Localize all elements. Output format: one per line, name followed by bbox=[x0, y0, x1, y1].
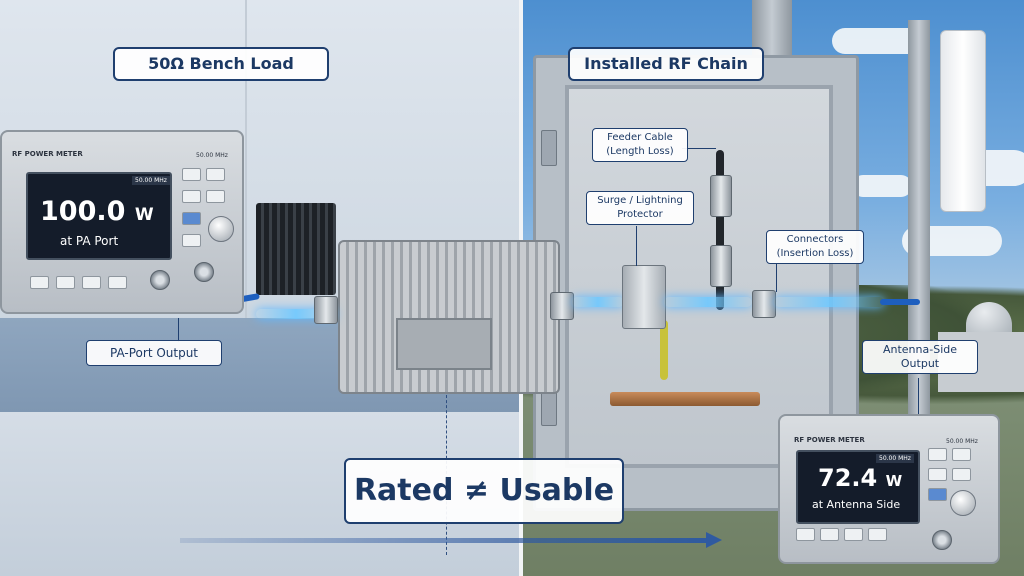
feeder-connector bbox=[710, 175, 732, 217]
power-amplifier bbox=[338, 240, 560, 394]
meter-knob-icon bbox=[208, 216, 234, 242]
meter-frequency: 50.00 MHz bbox=[946, 438, 978, 445]
callout-line-2: (Length Loss) bbox=[606, 146, 674, 157]
screen-frequency: 50.00 MHz bbox=[876, 454, 914, 463]
bench-title: 50Ω Bench Load bbox=[113, 47, 329, 81]
radome bbox=[966, 302, 1012, 336]
panel-antenna bbox=[940, 30, 986, 212]
chain-title: Installed RF Chain bbox=[568, 47, 764, 81]
antenna-side-callout: Antenna-Side Output bbox=[862, 340, 978, 374]
callout-line-1: Antenna-Side bbox=[882, 343, 958, 356]
connectors-callout: Connectors (Insertion Loss) bbox=[766, 230, 864, 264]
signal-glow bbox=[572, 297, 624, 307]
meter-button bbox=[820, 528, 839, 541]
power-unit: W bbox=[885, 472, 903, 490]
coax-cable bbox=[880, 299, 920, 305]
callout-line bbox=[178, 318, 179, 342]
meter-button bbox=[182, 212, 201, 225]
callout-line-2: Output bbox=[900, 357, 940, 370]
signal-glow bbox=[774, 297, 884, 307]
callout-line bbox=[776, 264, 777, 292]
meter-knob-icon bbox=[950, 490, 976, 516]
screen-frequency: 50.00 MHz bbox=[132, 176, 170, 185]
callout-line bbox=[636, 226, 637, 266]
meter-button bbox=[108, 276, 127, 289]
meter-button bbox=[182, 168, 201, 181]
load-heatsink bbox=[256, 203, 336, 295]
meter-button bbox=[928, 448, 947, 461]
cloud bbox=[832, 28, 922, 54]
surge-protector bbox=[622, 265, 666, 329]
meter-button bbox=[206, 190, 225, 203]
power-value: 100.0 bbox=[40, 196, 126, 227]
meter-screen bbox=[26, 172, 172, 260]
readout-caption: at Antenna Side bbox=[812, 498, 901, 511]
meter-button bbox=[56, 276, 75, 289]
pa-connector bbox=[314, 296, 338, 324]
readout-caption: at PA Port bbox=[60, 234, 119, 248]
meter-button bbox=[206, 168, 225, 181]
antenna-mast bbox=[908, 20, 930, 420]
meter-button bbox=[868, 528, 887, 541]
meter-button bbox=[952, 468, 971, 481]
cloud bbox=[852, 175, 912, 197]
flow-arrow-icon bbox=[180, 538, 710, 543]
meter-button bbox=[796, 528, 815, 541]
meter-title: RF POWER METER bbox=[794, 436, 865, 444]
cabinet-hinge bbox=[541, 130, 557, 166]
signal-glow bbox=[256, 309, 336, 319]
feeder-cable bbox=[716, 150, 724, 310]
amplifier-nameplate bbox=[396, 318, 492, 370]
signal-glow bbox=[664, 297, 752, 307]
callout-line-2: (Insertion Loss) bbox=[776, 248, 854, 259]
meter-button bbox=[928, 488, 947, 501]
meter-title: RF POWER METER bbox=[12, 150, 83, 158]
meter-button bbox=[82, 276, 101, 289]
meter-button bbox=[182, 234, 201, 247]
callout-line-1: Surge / Lightning bbox=[597, 195, 683, 206]
power-readout: 100.0 W bbox=[40, 196, 154, 227]
ground-bar-icon bbox=[610, 392, 760, 406]
meter-button bbox=[844, 528, 863, 541]
pa-port-callout: PA-Port Output bbox=[86, 340, 222, 366]
surge-callout: Surge / Lightning Protector bbox=[586, 191, 694, 225]
feeder-connector bbox=[710, 245, 732, 287]
meter-button bbox=[182, 190, 201, 203]
rf-port-icon bbox=[194, 262, 214, 282]
power-value: 72.4 bbox=[818, 464, 878, 492]
callout-line-1: Connectors bbox=[786, 234, 844, 245]
meter-button bbox=[952, 448, 971, 461]
wall-seam bbox=[245, 0, 247, 320]
headline: Rated ≠ Usable bbox=[344, 458, 624, 524]
callout-line bbox=[918, 378, 919, 414]
flow-arrow-head bbox=[706, 532, 722, 548]
meter-button bbox=[30, 276, 49, 289]
power-readout: 72.4 W bbox=[818, 464, 902, 492]
pa-output-connector bbox=[550, 292, 574, 320]
callout-line-2: Protector bbox=[617, 209, 663, 220]
rf-port-icon bbox=[150, 270, 170, 290]
inline-connector bbox=[752, 290, 776, 318]
callout-line-1: Feeder Cable bbox=[607, 132, 673, 143]
feeder-callout: Feeder Cable (Length Loss) bbox=[592, 128, 688, 162]
ground-wire bbox=[660, 320, 668, 380]
power-unit: W bbox=[134, 205, 154, 225]
rf-port-icon bbox=[932, 530, 952, 550]
meter-frequency: 50.00 MHz bbox=[196, 152, 228, 159]
cabinet-hinge bbox=[541, 390, 557, 426]
callout-line bbox=[682, 148, 716, 149]
meter-button bbox=[928, 468, 947, 481]
